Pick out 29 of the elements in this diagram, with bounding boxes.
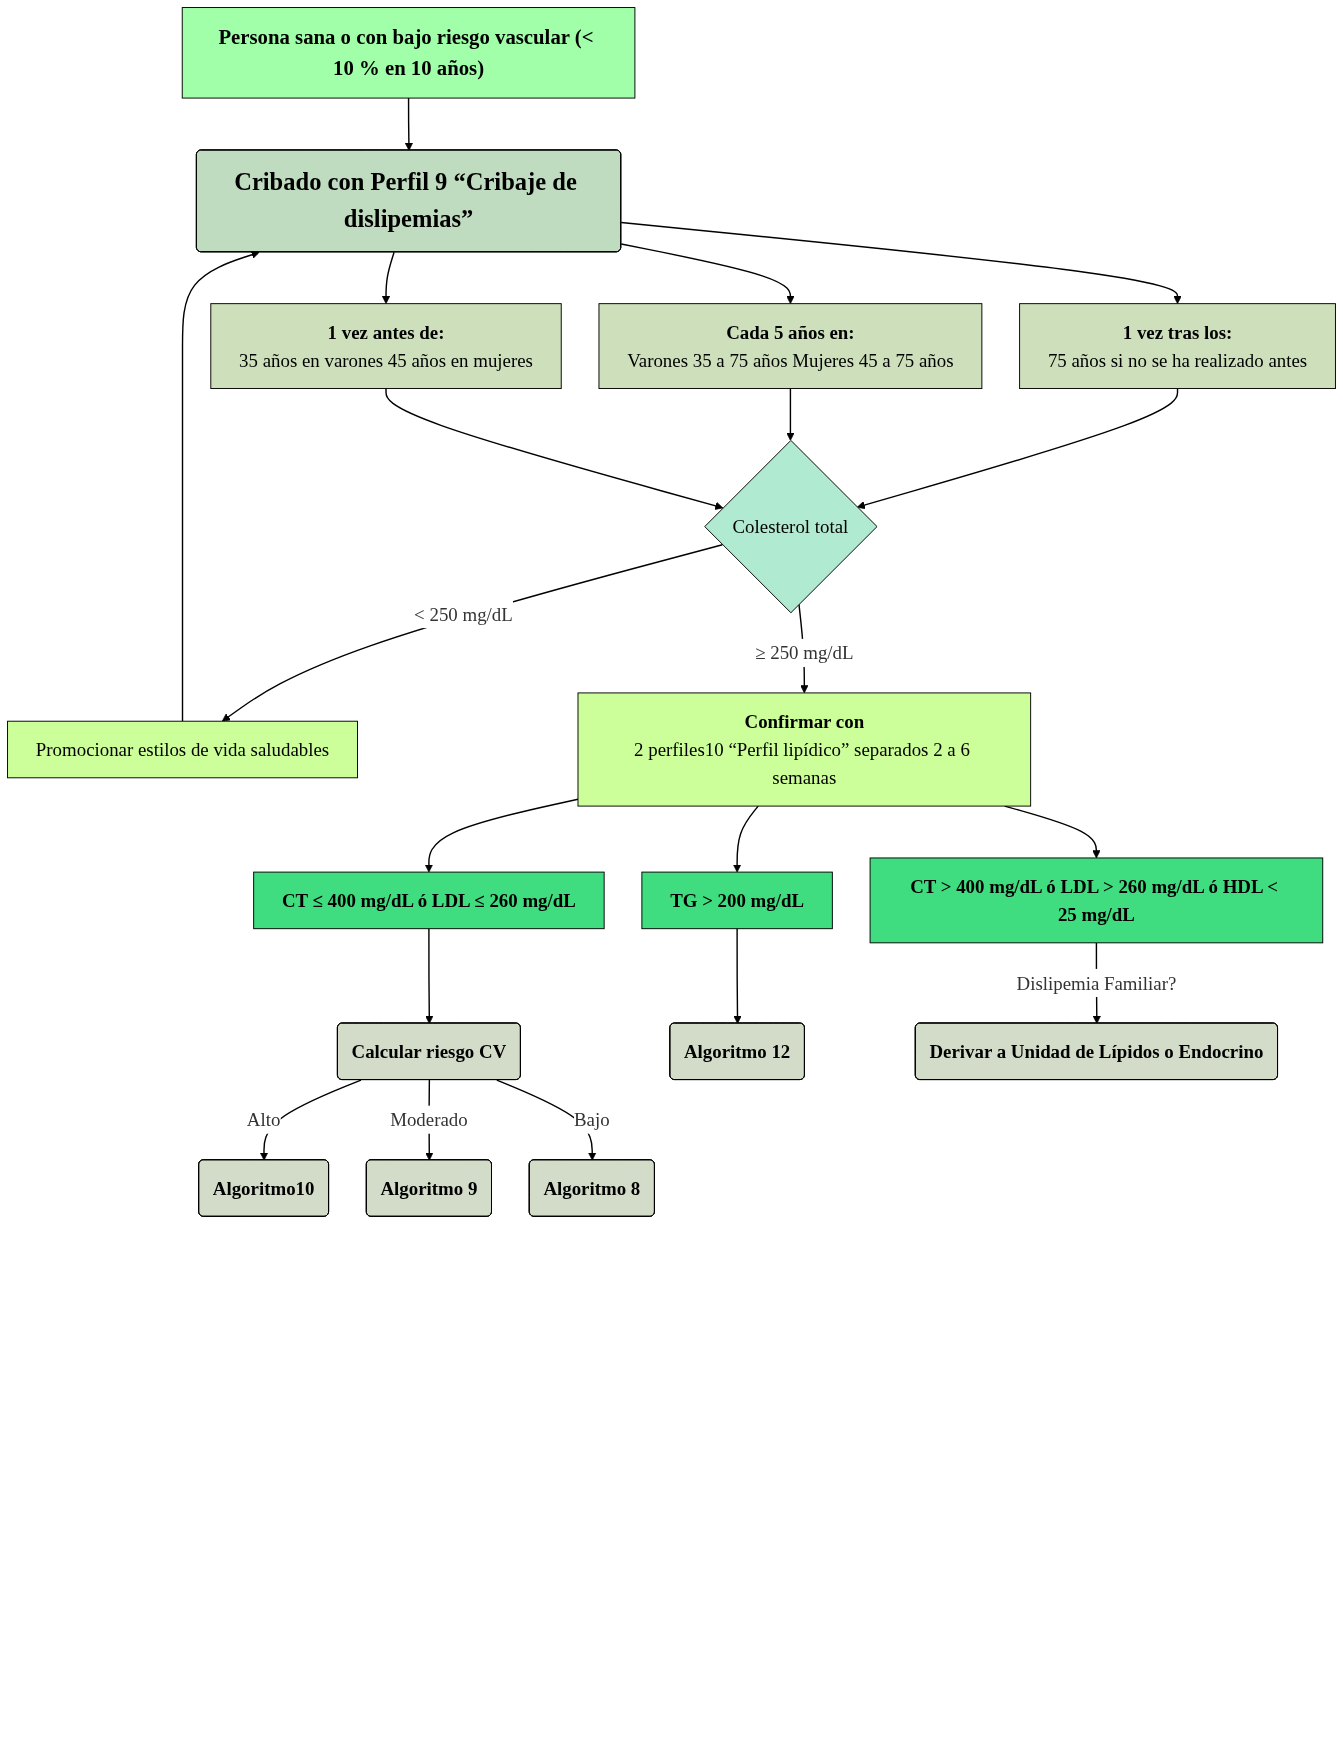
arrow: [385, 387, 724, 510]
node-box: CT > 400 mg/dL ó LDL > 260 mg/dL ó HDL < 25 mg/dL: [869, 857, 1324, 944]
arrow: [221, 544, 724, 722]
arrow: [856, 387, 1179, 510]
node-box: CT ≤ 400 mg/dL ó LDL ≤ 260 mg/dL: [253, 871, 605, 930]
arrow: [732, 805, 759, 873]
node-diamond: Colesterol total: [704, 439, 878, 614]
edge-label: < 250 mg/dL: [414, 603, 513, 625]
arrow: [404, 97, 414, 151]
edge-label: ≥ 250 mg/dL: [755, 642, 854, 664]
node-box: 1 vez antes de: 35 años en varones 45 años en mujeres: [210, 303, 562, 389]
arrow: [786, 387, 795, 441]
arrow: [620, 243, 795, 305]
node-box: Persona sana o con bajo riesgo vascular (< 10 % en 10 años): [181, 7, 636, 99]
edge-label: Alto: [246, 1109, 281, 1131]
arrow: [381, 251, 395, 305]
node-box: 1 vez tras los: 75 años si no se ha realizado antes: [1019, 303, 1336, 389]
node-box: Promocionar estilos de vida saludables: [7, 720, 358, 779]
node-box: TG > 200 mg/dL: [641, 871, 833, 930]
edge-label: Bajo: [574, 1109, 610, 1131]
edge-label: Moderado: [390, 1109, 468, 1131]
node-box: Confirmar con 2 perfiles10 “Perfil lipídico” separados 2 a 6 semanas: [577, 692, 1032, 807]
edge-label: Dislipemia Familiar?: [1016, 972, 1177, 994]
arrow: [424, 798, 579, 873]
node-box: Cada 5 años en: Varones 35 a 75 años Mujeres 45 a 75 años: [598, 303, 983, 389]
arrow: [733, 927, 742, 1024]
arrow: [181, 250, 260, 722]
arrow: [620, 221, 1182, 305]
arrow: [425, 927, 434, 1024]
